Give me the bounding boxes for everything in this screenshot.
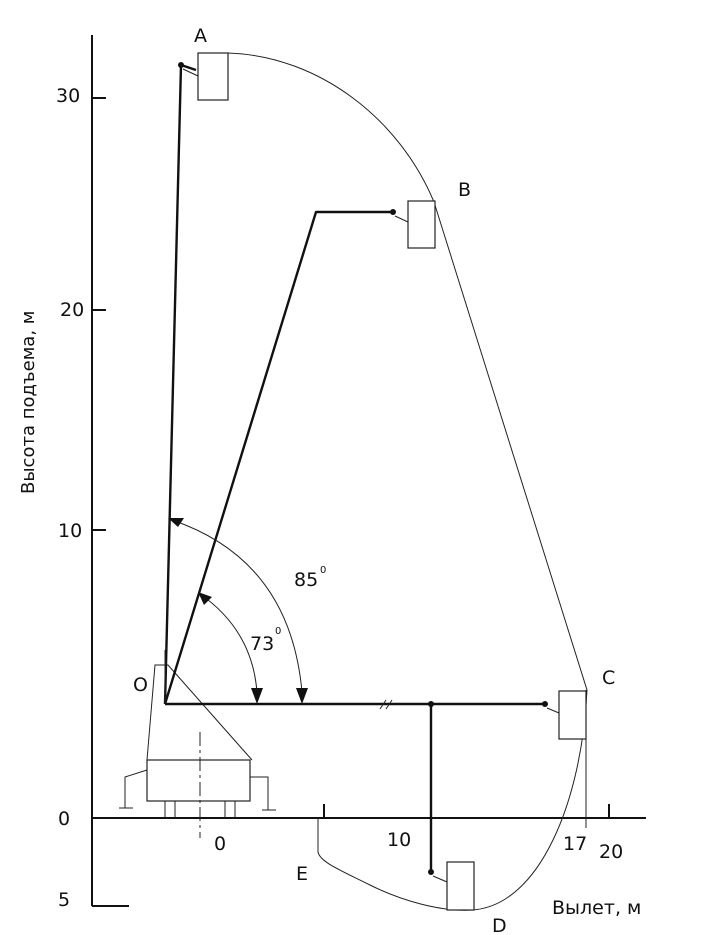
point-label-e: E: [296, 863, 308, 885]
point-label-c: C: [602, 667, 615, 689]
x-tick-17: 17: [563, 833, 587, 855]
y-axis-label: Высота подъема, м: [18, 311, 39, 494]
y-tick-5: 5: [58, 889, 70, 911]
y-tick-0: 0: [58, 808, 70, 830]
x-tick-0: 0: [214, 833, 226, 855]
point-label-o: O: [133, 674, 148, 696]
y-tick-30: 30: [56, 85, 80, 107]
arc-73: [199, 593, 258, 693]
boom-85: [163, 63, 197, 705]
point-label-a: A: [194, 25, 207, 47]
cradle-c: [546, 690, 587, 740]
angle-85-label: 85: [294, 569, 318, 591]
x-tick-20: 20: [599, 841, 623, 863]
x-axis-label: Вылет, м: [552, 897, 641, 919]
angle-73-degree: 0: [275, 626, 281, 637]
y-tick-20: 20: [60, 299, 84, 321]
cradle-a: [182, 52, 229, 101]
cradle-b: [394, 200, 436, 249]
y-tick-10: 10: [58, 520, 82, 542]
cradle-d: [432, 861, 475, 911]
arc-85: [171, 519, 303, 693]
angle-85-degree: 0: [320, 565, 326, 576]
range-envelope: [227, 52, 588, 911]
crane-base: [119, 664, 276, 838]
angle-73-label: 73: [250, 633, 274, 655]
point-label-b: B: [458, 179, 471, 201]
x-tick-10: 10: [387, 829, 411, 851]
y-ticks: [92, 97, 106, 531]
break-mark: [379, 699, 393, 710]
point-label-d: D: [492, 915, 507, 935]
